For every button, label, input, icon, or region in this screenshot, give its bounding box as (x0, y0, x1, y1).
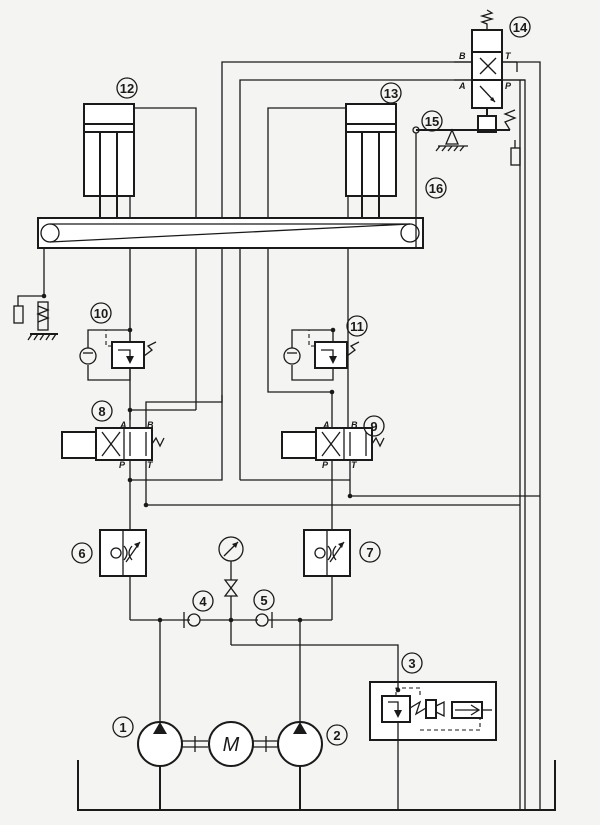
callout-12: 12 (116, 77, 138, 99)
valve14-port-t: T (505, 51, 512, 61)
label-3: 3 (408, 656, 415, 671)
pump-1 (137, 721, 183, 810)
label-2: 2 (333, 728, 340, 743)
valve8-port-a: A (119, 420, 127, 430)
junction-dots (127, 389, 401, 693)
valve9-port-t: T (351, 460, 358, 470)
label-1: 1 (119, 720, 126, 735)
directional-valve-9 (130, 395, 540, 530)
relief-valve-10 (79, 327, 157, 381)
label-15: 15 (425, 114, 439, 129)
callout-14: 14 (509, 16, 531, 38)
callout-10: 10 (90, 302, 112, 324)
label-8: 8 (98, 404, 105, 419)
label-14: 14 (513, 20, 528, 35)
lever-pivot-15 (412, 109, 521, 249)
valve8-port-t: T (147, 460, 154, 470)
callout-15: 15 (421, 110, 443, 132)
relief-valve-11 (283, 327, 360, 381)
valve14-port-b: B (459, 51, 466, 61)
callout-4: 4 (192, 590, 214, 612)
label-7: 7 (366, 545, 373, 560)
valve8-port-b: B (147, 420, 154, 430)
callout-8: 8 (91, 400, 113, 422)
flow-control-valve-7 (303, 529, 351, 620)
callout-9: 9 (363, 415, 385, 437)
directional-valve-8 (61, 395, 520, 530)
label-11: 11 (350, 319, 364, 334)
label-16: 16 (429, 181, 443, 196)
callout-2: 2 (326, 724, 348, 746)
valve9-port-p: P (322, 460, 329, 470)
directional-valve-14 (454, 9, 525, 133)
callout-6: 6 (71, 542, 93, 564)
pressure-gauge (218, 536, 244, 645)
label-10: 10 (94, 306, 108, 321)
valve14-port-a: A (458, 81, 466, 91)
motor-label: M (223, 734, 240, 756)
callout-3: 3 (401, 652, 423, 674)
drive-shaft-left (182, 736, 208, 752)
callout-11: 11 (346, 315, 368, 337)
valve14-port-p: P (505, 81, 512, 91)
callout-7: 7 (359, 541, 381, 563)
callout-5: 5 (253, 589, 275, 611)
electric-motor (208, 721, 254, 767)
pump-2 (277, 721, 323, 810)
valve-assembly-3 (231, 644, 497, 810)
label-6: 6 (78, 546, 85, 561)
label-13: 13 (384, 86, 398, 101)
callout-13: 13 (380, 82, 402, 104)
callout-16: 16 (425, 177, 447, 199)
valve9-port-a: A (322, 420, 330, 430)
cylinder-13 (267, 103, 397, 420)
press-beam (37, 217, 424, 249)
label-4: 4 (199, 594, 207, 609)
drive-shaft-right (253, 736, 278, 752)
label-5: 5 (260, 593, 267, 608)
label-12: 12 (120, 81, 134, 96)
reservoir-tank (77, 760, 556, 811)
label-9: 9 (370, 419, 377, 434)
limit-switch-left (13, 248, 58, 341)
valve8-port-p: P (119, 460, 126, 470)
valve9-port-b: B (351, 420, 358, 430)
cylinder-12 (83, 103, 197, 420)
callout-1: 1 (112, 716, 134, 738)
flow-control-valve-6 (99, 529, 147, 620)
